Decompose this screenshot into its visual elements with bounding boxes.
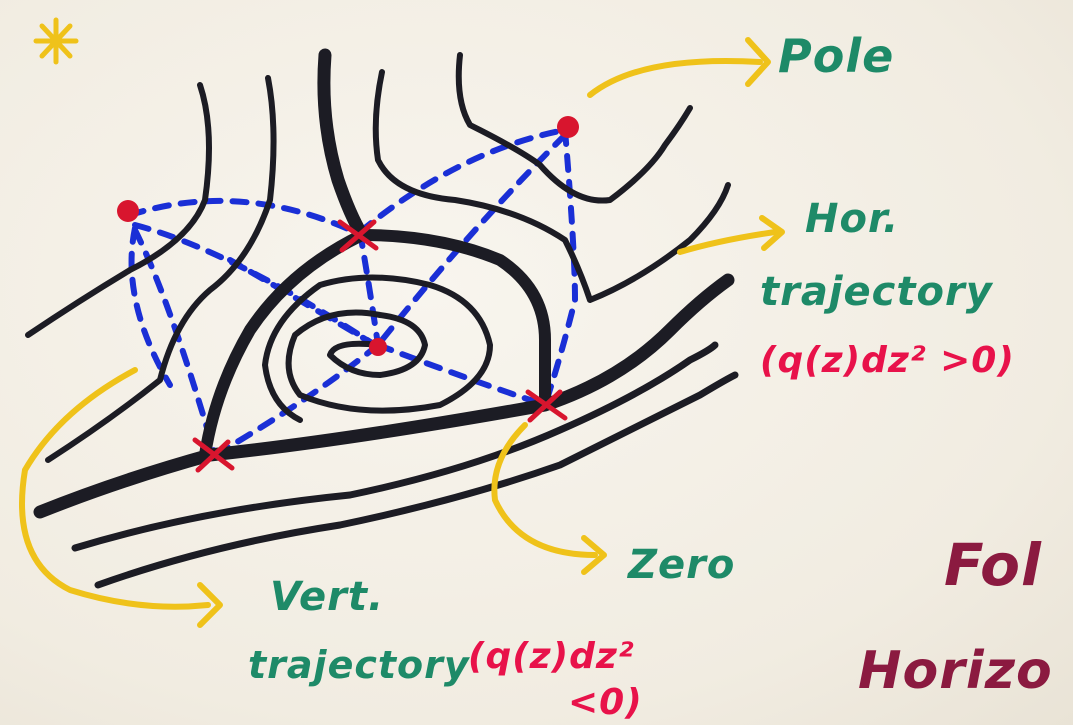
- vert-trajectory-label-1: Vert.: [270, 574, 384, 620]
- pole-label: Pole: [778, 29, 894, 83]
- title-line-1: Fol: [944, 531, 1042, 599]
- vert-trajectory-label-2: trajectory: [248, 643, 471, 687]
- pole-marker: [557, 116, 579, 138]
- asterisk-icon: [36, 20, 76, 62]
- horizontal-trajectories: [28, 55, 735, 585]
- zero-label: Zero: [626, 542, 735, 588]
- title-line-2: Horizo: [858, 641, 1053, 701]
- vert-trajectory-condition-2: <0): [568, 682, 643, 723]
- pole-marker: [117, 200, 139, 222]
- hor-trajectory-label-1: Hor.: [805, 196, 899, 242]
- hor-trajectory-condition: (q(z)dz² >0): [760, 340, 1015, 381]
- pole-marker: [369, 338, 387, 356]
- vert-trajectory-condition-1: (q(z)dz²: [468, 636, 635, 677]
- hor-trajectory-label-2: trajectory: [760, 269, 994, 315]
